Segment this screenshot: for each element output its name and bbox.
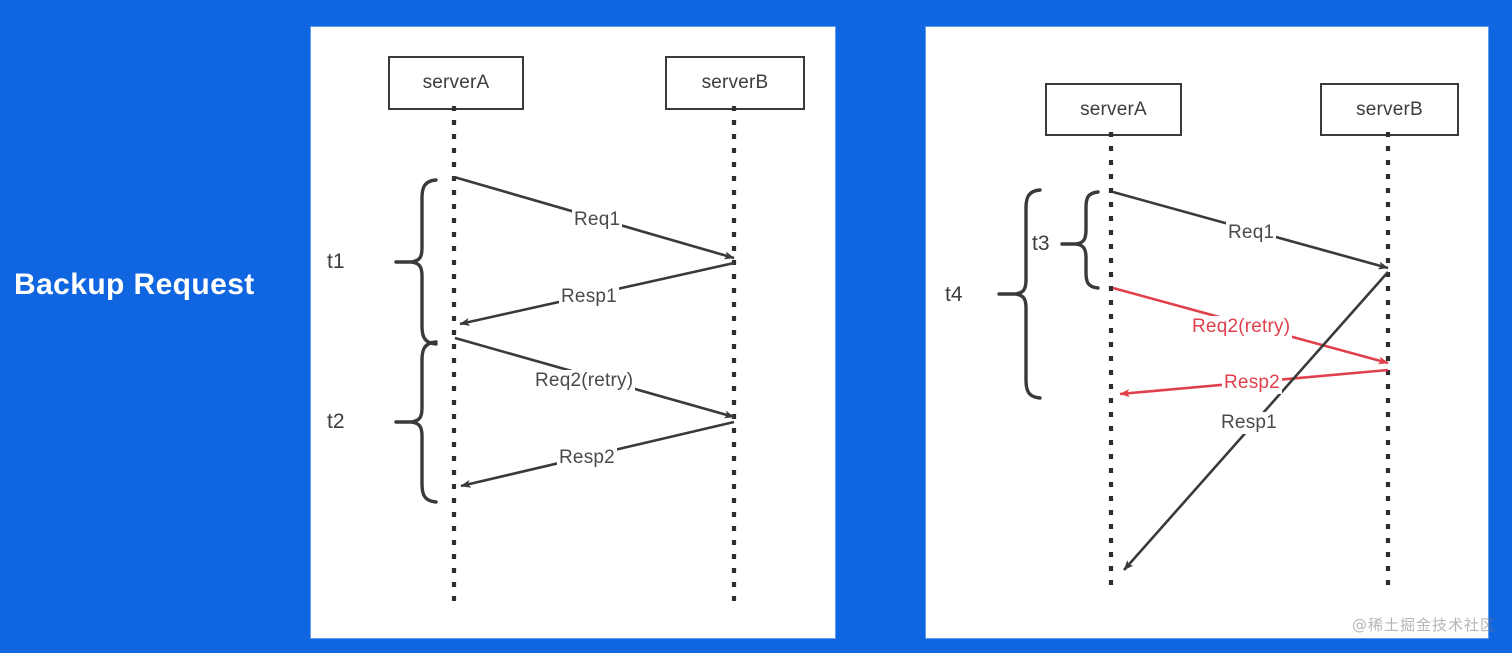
right-msg-label-req2-retry: Req2(retry) <box>1190 316 1293 338</box>
left-bracket-label-t1: t1 <box>327 250 345 273</box>
left-msg-label-req1: Req1 <box>572 209 623 231</box>
left-serverB-label: serverB <box>701 72 769 93</box>
watermark: @稀土掘金技术社区 <box>1351 616 1496 634</box>
left-msg-label-resp1: Resp1 <box>559 286 619 308</box>
left-sequence-panel <box>311 27 835 638</box>
left-bracket-label-t2: t2 <box>327 410 345 433</box>
right-serverA-label: serverA <box>1080 98 1147 120</box>
page-title: Backup Request <box>14 268 255 301</box>
right-bracket-label-t4: t4 <box>945 283 963 306</box>
right-lifeline-box-serverA: serverA <box>1045 83 1182 136</box>
left-lifeline-box-serverA: serverA <box>388 56 524 110</box>
left-msg-label-req2-retry: Req2(retry) <box>533 370 636 392</box>
left-msg-label-resp2: Resp2 <box>557 447 617 469</box>
left-serverA-label: serverA <box>422 72 490 93</box>
right-serverB-label: serverB <box>1356 98 1423 120</box>
right-bracket-label-t3: t3 <box>1032 232 1050 255</box>
left-lifeline-box-serverB: serverB <box>665 56 805 110</box>
right-msg-label-resp1: Resp1 <box>1219 412 1279 434</box>
right-msg-label-req1: Req1 <box>1226 222 1277 244</box>
right-lifeline-box-serverB: serverB <box>1320 83 1459 136</box>
right-msg-label-resp2: Resp2 <box>1222 372 1282 394</box>
